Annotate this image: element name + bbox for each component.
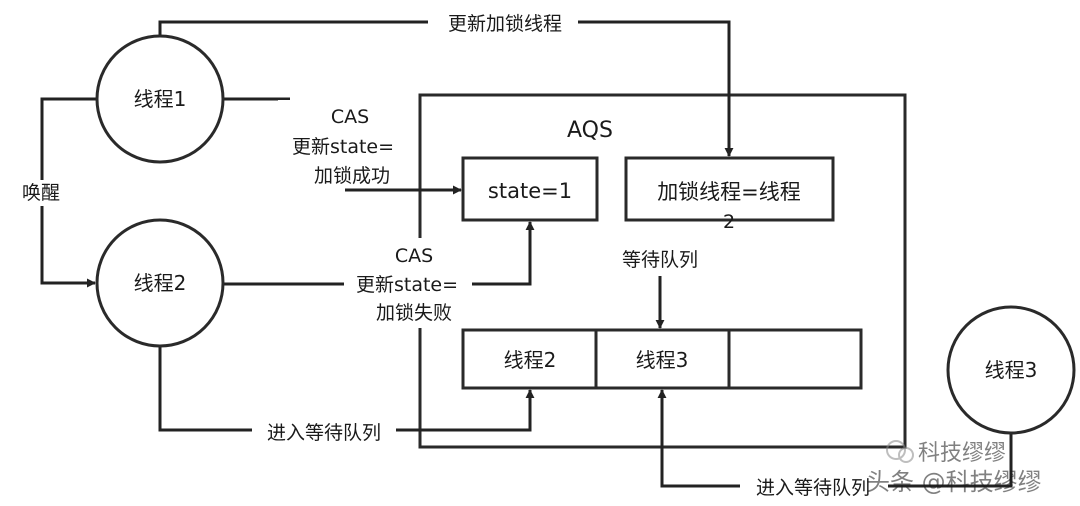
watermark-bottom: 头条 @科技缪缪: [866, 468, 1042, 496]
edge-update-lock-thread: [158, 20, 734, 157]
thread1-node: [95, 34, 225, 164]
queue-item-thread3: 线程3: [636, 348, 689, 372]
thread2-label: 线程2: [134, 271, 187, 295]
edge-wake-label: 唤醒: [22, 182, 60, 204]
lock-thread-label-line1: 加锁线程=线程: [657, 180, 801, 204]
cas2-line2: 更新state=: [356, 274, 458, 296]
thread1-label: 线程1: [134, 87, 187, 111]
state-box: [461, 156, 599, 222]
edge-enter-queue-thread2-label: 进入等待队列: [267, 422, 381, 444]
thread2-node: [95, 218, 225, 348]
cas1-line2: 更新state=: [292, 136, 394, 158]
cas2-line1: CAS: [395, 245, 433, 267]
watermark-top: 科技缪缪: [918, 441, 1006, 466]
wait-queue-label: 等待队列: [622, 249, 698, 271]
edge-enter-queue-thread3-label: 进入等待队列: [756, 477, 870, 499]
cas1-line3: 加锁成功: [314, 165, 390, 187]
edge-update-lock-thread-label: 更新加锁线程: [448, 13, 562, 35]
aqs-title: AQS: [567, 118, 613, 143]
watermark-logo-icon: [886, 440, 914, 463]
watermark: 科技缪缪 头条 @科技缪缪: [866, 440, 1042, 496]
wait-queue: [461, 328, 863, 390]
edge-cas-fail: [224, 221, 535, 286]
cas2-line3: 加锁失败: [376, 302, 452, 324]
lock-thread-label-line2: 2: [723, 211, 735, 233]
state-box-label: state=1: [488, 179, 572, 203]
thread3-label: 线程3: [985, 358, 1038, 382]
queue-item-thread2: 线程2: [504, 348, 557, 372]
thread3-node: [946, 305, 1076, 435]
lock-thread-box: [624, 156, 835, 222]
cas1-line1: CAS: [331, 106, 369, 128]
